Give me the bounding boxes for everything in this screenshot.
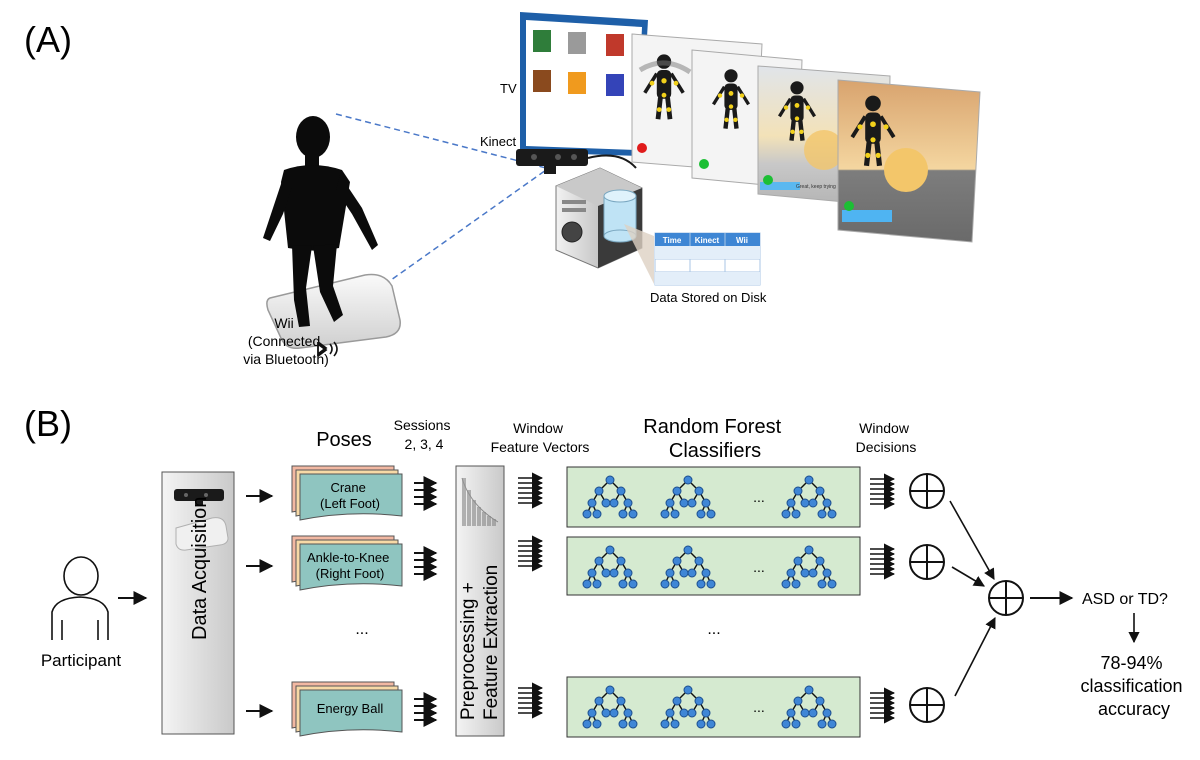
decision-combine-row-1-icon — [909, 473, 945, 509]
forest-box-row-2: ... — [566, 536, 861, 596]
kinect-label: Kinect — [480, 134, 517, 149]
decision-combine-row-2-icon — [909, 544, 945, 580]
arrows-decisions-row-3 — [870, 693, 894, 718]
arrow-row-2-to-final — [951, 566, 985, 587]
bluetooth-icon — [317, 341, 338, 357]
panel-a: (A) Wii (Connected via Bluetooth) — [24, 12, 981, 367]
forest-box-row-1: ... — [566, 466, 861, 528]
svg-text:...: ... — [753, 699, 765, 715]
storage-callout — [624, 224, 654, 284]
sight-line-upper — [335, 113, 547, 169]
arrows-features-row-1 — [518, 478, 542, 503]
decision-combine-row-3-icon — [909, 687, 945, 723]
table-header-time: Time — [663, 236, 682, 245]
window-feature-vectors-heading: Window Feature Vectors — [491, 420, 590, 455]
arrows-decisions-row-1 — [870, 479, 894, 504]
svg-text:Ankle-to-Knee (Right F: Ankle-to-Knee (Right Foot) — [307, 550, 393, 581]
participant-label: Participant — [41, 651, 122, 670]
result-accuracy: 78-94% classification accuracy — [1080, 653, 1187, 719]
arrows-pose-3-to-preprocessing — [414, 699, 436, 720]
svg-text:...: ... — [753, 559, 765, 575]
screen-caption: Great, keep trying — [796, 184, 836, 190]
sight-line-lower — [359, 169, 547, 303]
kinect-mini-icon — [174, 489, 224, 506]
svg-text:Energy Ball: Energy Ball — [317, 701, 384, 716]
arrows-pose-1-to-preprocessing — [414, 483, 436, 504]
final-combine-icon — [988, 580, 1024, 616]
participant-icon — [51, 556, 109, 640]
sessions-heading: Sessions 2, 3, 4 — [394, 417, 455, 452]
window-decisions-heading: Window Decisions — [856, 420, 917, 455]
panel-b: (B) Participant Data Acquisition Poses — [24, 403, 1187, 738]
pose-card-energy-ball: Energy Ball — [291, 681, 403, 737]
data-acquisition-box — [161, 471, 235, 735]
kinect-sensor-icon — [516, 149, 637, 174]
panel-b-label: (B) — [24, 403, 72, 444]
tv-label: TV — [500, 81, 517, 96]
histogram-icon — [461, 477, 499, 526]
storage-label: Data Stored on Disk — [650, 290, 767, 305]
data-acquisition-label: Data Acquisition — [189, 497, 211, 640]
result-question: ASD or TD? — [1082, 591, 1168, 608]
svg-text:...: ... — [753, 489, 765, 505]
svg-text:Crane (Left Foot): Crane (Left Foot) — [320, 480, 380, 511]
wii-label: Wii (Connected via Bluetooth) — [243, 315, 329, 367]
game-screen-4 — [837, 79, 981, 243]
table-header-wii: Wii — [736, 236, 748, 245]
arrows-features-row-2 — [518, 541, 542, 566]
arrows-decisions-row-2 — [870, 549, 894, 574]
forest-box-row-3: ... — [566, 676, 861, 738]
arrow-row-3-to-final — [954, 617, 996, 697]
person-silhouette-icon — [263, 116, 378, 327]
random-forest-classifiers-heading: Random Forest Classifiers — [643, 416, 786, 462]
tv-screen — [520, 12, 648, 156]
preprocessing-label: Preprocessing + Feature Extraction — [458, 565, 502, 720]
panel-a-label: (A) — [24, 19, 72, 60]
arrows-features-row-3 — [518, 688, 542, 713]
pose-card-crane: Crane (Left Foot) — [291, 465, 403, 521]
poses-heading: Poses — [316, 429, 372, 451]
pose-card-ankle-to-knee: Ankle-to-Knee (Right Foot) — [291, 535, 403, 591]
table-header-kinect: Kinect — [695, 236, 720, 245]
balance-board-mini-icon — [175, 517, 229, 551]
forest-ellipsis: ... — [707, 621, 720, 638]
poses-ellipsis: ... — [355, 621, 368, 638]
arrow-row-1-to-final — [949, 500, 995, 580]
arrows-pose-2-to-preprocessing — [414, 553, 436, 574]
data-table: Time Kinect Wii — [654, 232, 761, 286]
